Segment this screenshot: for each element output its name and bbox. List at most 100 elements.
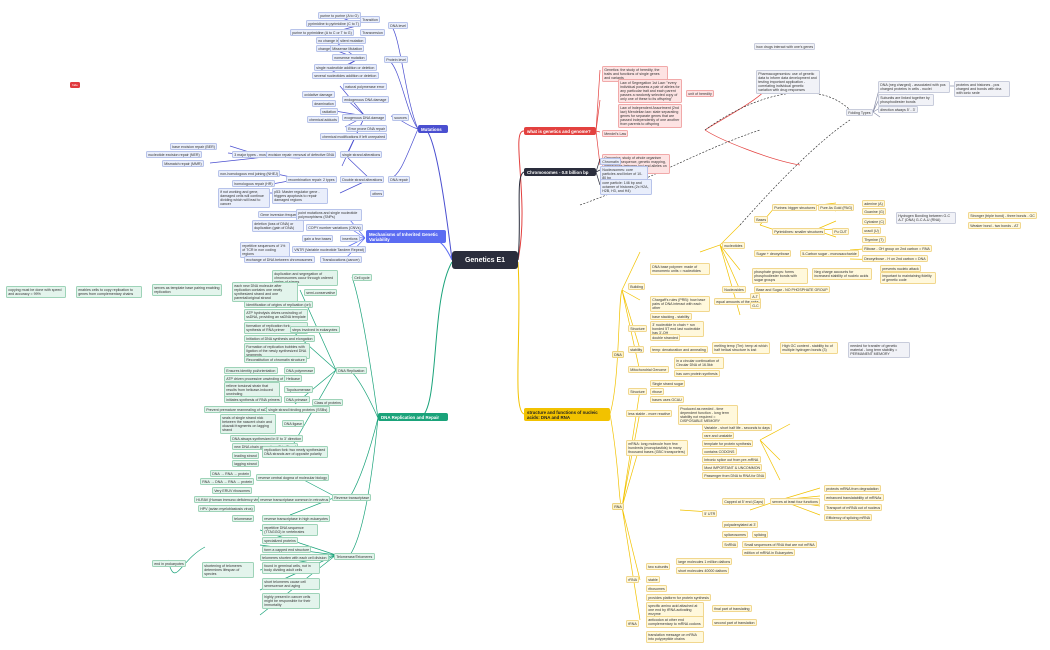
- node[interactable]: radiation: [320, 108, 339, 116]
- node[interactable]: Building: [628, 283, 646, 291]
- node[interactable]: Identification of origins of replication…: [244, 301, 313, 309]
- node[interactable]: DNA Replication: [336, 367, 367, 375]
- node[interactable]: reverse transcriptase in high eukaryotes: [262, 515, 331, 523]
- node[interactable]: purine to pyrimidine (A to C or T to G): [290, 29, 354, 37]
- node[interactable]: single strand binding proteins (SSBs): [266, 406, 330, 414]
- node[interactable]: deletion (loss of DNA) or duplication (g…: [252, 220, 304, 232]
- node[interactable]: repetitive DNA sequence (TTAGGG) in vert…: [262, 524, 318, 536]
- node[interactable]: phosphate groups: forms phosphodiester b…: [752, 268, 808, 284]
- node[interactable]: Transition: [360, 16, 381, 24]
- node[interactable]: base stacking - stability: [650, 313, 692, 321]
- node[interactable]: reverse transcriptase common in retrovir…: [258, 496, 331, 504]
- hide-tag[interactable]: hide: [70, 82, 80, 88]
- node[interactable]: Ensures identity pol/orientation: [224, 367, 278, 375]
- node[interactable]: sources: [392, 114, 409, 122]
- node[interactable]: copying must be done with speed and accu…: [6, 286, 66, 298]
- branch-genetics[interactable]: what is genetics and genome?: [524, 127, 596, 136]
- node[interactable]: equal amounts of the pairs: [714, 298, 761, 306]
- node[interactable]: Thymine (T): [862, 236, 886, 244]
- node[interactable]: Transversion: [360, 29, 386, 37]
- node[interactable]: Ribose - OH group on 2nd carbon = RNA: [862, 245, 932, 253]
- node[interactable]: large molecules 1 million daltons: [676, 558, 733, 566]
- node[interactable]: template for protein synthesis: [702, 440, 754, 448]
- node[interactable]: Base and Sugar - NO PHOSPHATE GROUP: [754, 286, 830, 294]
- node[interactable]: endogenous DNA damage: [342, 96, 389, 104]
- node[interactable]: two subunits: [646, 563, 671, 571]
- node[interactable]: Passenger from DNA to RNA for DNA: [702, 472, 767, 480]
- node[interactable]: Mendel's Law: [602, 130, 629, 138]
- node[interactable]: p53: Master regulator gene - triggers ap…: [272, 188, 328, 204]
- branch-dna-replication[interactable]: DNA Replication and Repair: [378, 413, 448, 422]
- node[interactable]: chemical adducts: [307, 116, 340, 124]
- node[interactable]: Error prone DNA repair: [346, 125, 388, 133]
- node[interactable]: Cell cycle: [352, 274, 372, 282]
- node[interactable]: protects mRNA from degradation: [824, 485, 881, 493]
- node[interactable]: Pu CUT: [832, 228, 850, 236]
- node[interactable]: core particle: 146 bp and octamer of his…: [600, 179, 652, 195]
- node[interactable]: Telomerase/Telomeres: [334, 553, 375, 561]
- node[interactable]: Single strand sugar: [650, 380, 686, 388]
- node[interactable]: serves as template base pairing enabling…: [152, 284, 222, 296]
- node[interactable]: translation message on mRNA into polypep…: [646, 631, 704, 643]
- node[interactable]: several nucleotides addition or deletion: [312, 72, 379, 80]
- node[interactable]: in a circular continuation of Circular D…: [674, 357, 724, 369]
- node[interactable]: Transport of mRNA out of nucleus: [824, 504, 883, 512]
- node[interactable]: Mismatch repair (MMR): [162, 160, 204, 168]
- node[interactable]: base excision repair (BER): [170, 143, 218, 151]
- node[interactable]: prevents nucleic attack: [880, 265, 921, 273]
- node[interactable]: Pyrimidines: smaller structures: [772, 228, 826, 236]
- node[interactable]: DNA always synthesized in 5' to 3' direc…: [230, 435, 304, 443]
- node[interactable]: proteins and histones - pos charged and …: [954, 81, 1010, 97]
- node[interactable]: Law of Segregation 1st Law: "every indiv…: [618, 79, 682, 104]
- node[interactable]: Pharmacogenomics: use of genetic data to…: [756, 70, 820, 95]
- node[interactable]: others: [370, 190, 385, 198]
- node[interactable]: DNA: [612, 351, 624, 359]
- node[interactable]: chemical modifications if left unrepaire…: [320, 133, 388, 141]
- node[interactable]: Produced as needed - time dependent func…: [678, 405, 738, 425]
- node[interactable]: single nucleotide addition or deletion: [314, 64, 377, 72]
- node[interactable]: RNA → DNA → RNA → protein: [200, 478, 255, 486]
- node[interactable]: Prevent premature reannealing of ssDNA: [204, 406, 275, 414]
- node[interactable]: DNA polymerase: [284, 367, 316, 375]
- node[interactable]: Neg charge accounts for increased stabil…: [812, 268, 872, 280]
- node[interactable]: Protein level: [384, 56, 409, 64]
- node[interactable]: single strand alterations: [340, 151, 383, 159]
- node[interactable]: mRNA: long molecule from few hundreds (m…: [626, 440, 688, 456]
- node[interactable]: initiates synthesis of RNA primers: [224, 396, 282, 404]
- node[interactable]: Cytosine (C): [862, 218, 887, 226]
- node[interactable]: Mitochondrial Genome: [628, 366, 669, 374]
- node[interactable]: short telomeres cause cell senescence an…: [262, 578, 320, 590]
- branch-chromosomes[interactable]: Chromosomes - 0.8 billion bp: [524, 168, 596, 177]
- node[interactable]: Law of Independent Assortment (2nd law) …: [618, 104, 682, 129]
- node[interactable]: Formation of replication bubbles with li…: [244, 343, 310, 359]
- node[interactable]: HI-RAV (Human immuno deficiency virus): [194, 496, 265, 504]
- node[interactable]: unit of heredity: [686, 90, 714, 98]
- node[interactable]: gain a few bases: [302, 235, 334, 243]
- branch-structure[interactable]: structure and functions of nucleic acids…: [524, 408, 610, 422]
- node[interactable]: purine to purine (A to G): [318, 12, 361, 20]
- node[interactable]: polyadenylated at 3': [722, 521, 759, 529]
- node[interactable]: Variable - short half life - seconds to …: [702, 424, 773, 432]
- node[interactable]: form a capped end structure: [262, 546, 312, 554]
- node[interactable]: telomerase: [232, 515, 255, 523]
- node[interactable]: Nucleosides: [722, 286, 746, 294]
- node[interactable]: nucleotides: [722, 242, 745, 250]
- node[interactable]: Genetics: the study of heredity, the tra…: [602, 66, 668, 82]
- node[interactable]: final part of translating: [712, 605, 752, 613]
- node[interactable]: tRNA: [626, 620, 639, 628]
- node[interactable]: stable: [646, 576, 660, 584]
- node[interactable]: Deoxyribose - H on 2nd carbon = DNA: [862, 255, 928, 263]
- node[interactable]: DNA repair: [388, 176, 410, 184]
- node[interactable]: replication fork: two newly synthesized …: [262, 446, 328, 458]
- node[interactable]: non-homologous end joining (NHEJ): [218, 170, 281, 178]
- node[interactable]: enables cells to copy replication to gen…: [76, 286, 142, 298]
- node[interactable]: double stranded: [650, 334, 681, 342]
- node[interactable]: RNA: [612, 503, 624, 511]
- node[interactable]: Most IMPORTANT & UNCOMMON: [702, 464, 763, 472]
- node[interactable]: contains CODONS: [702, 448, 737, 456]
- node[interactable]: ribose: [650, 388, 665, 396]
- node[interactable]: Reverse transcriptase: [332, 494, 372, 502]
- node[interactable]: Missense Mutation: [330, 45, 365, 53]
- node[interactable]: Pure As Gold (PAG): [818, 204, 855, 212]
- node[interactable]: ribosomes: [646, 585, 667, 593]
